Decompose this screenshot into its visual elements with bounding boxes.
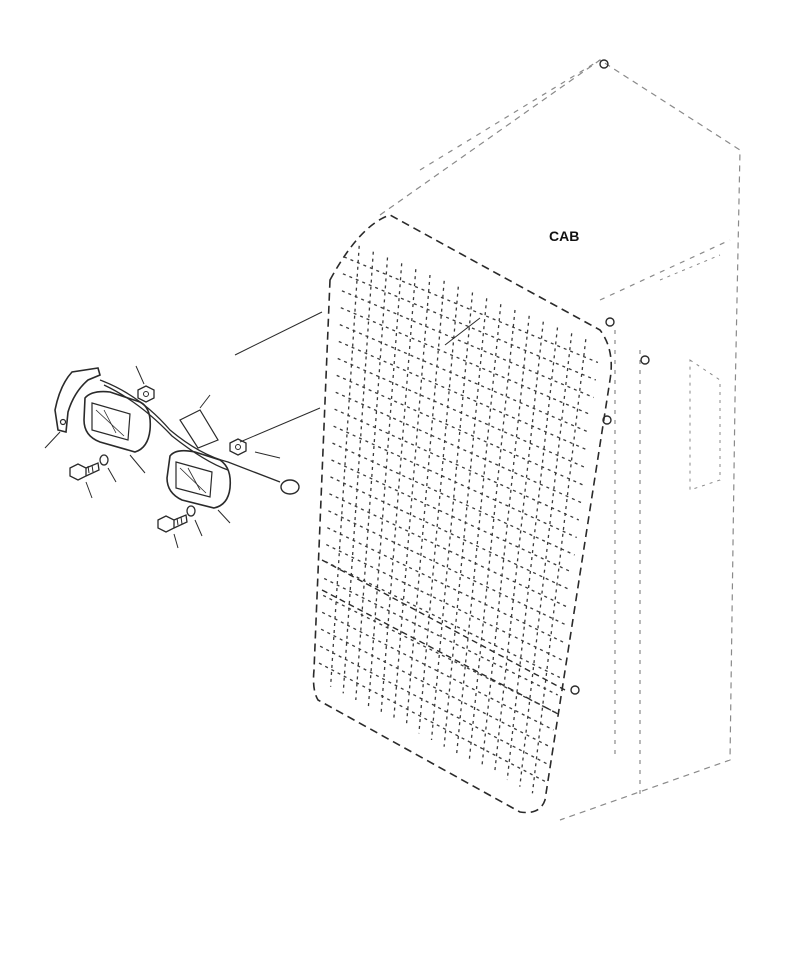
washer-upper bbox=[99, 454, 117, 483]
mesh-wire bbox=[321, 611, 554, 731]
mesh-wire bbox=[335, 391, 582, 504]
mesh-wire bbox=[339, 324, 590, 434]
harness-connector bbox=[280, 479, 300, 495]
mesh-wire bbox=[334, 408, 580, 521]
mesh-grid bbox=[318, 245, 599, 794]
mesh-wire bbox=[337, 357, 586, 469]
cab-label: CAB bbox=[549, 228, 579, 244]
mesh-wire bbox=[343, 256, 599, 364]
work-lamp-upper bbox=[83, 390, 152, 474]
mesh-wire bbox=[330, 476, 571, 591]
mesh-wire bbox=[338, 340, 588, 451]
mesh-wire bbox=[380, 269, 417, 714]
mesh-wire bbox=[405, 280, 445, 727]
mesh-wire bbox=[328, 510, 567, 626]
bolt-marker bbox=[605, 317, 615, 327]
work-lamp-lower bbox=[166, 449, 232, 524]
mesh-wire bbox=[323, 577, 558, 696]
mesh-wire bbox=[331, 459, 573, 574]
bolt-marker bbox=[570, 685, 580, 695]
assembly-leader-lines bbox=[234, 311, 481, 443]
mesh-wire bbox=[332, 442, 575, 556]
mesh-wire bbox=[336, 374, 584, 486]
mesh-wire bbox=[318, 662, 548, 784]
nut-upper bbox=[135, 365, 155, 403]
mesh-wire bbox=[327, 527, 565, 644]
mesh-wire bbox=[506, 327, 559, 781]
mesh-guard bbox=[312, 214, 613, 814]
mesh-wire bbox=[418, 286, 459, 734]
mesh-wire bbox=[531, 339, 587, 794]
fasteners bbox=[69, 365, 247, 549]
lamp-bracket bbox=[44, 367, 101, 449]
mesh-wire bbox=[326, 544, 563, 661]
mesh-wire bbox=[430, 292, 474, 741]
mesh-wire bbox=[481, 315, 530, 767]
mesh-wire bbox=[319, 645, 550, 766]
bolt-upper bbox=[69, 462, 100, 499]
mesh-wire bbox=[493, 321, 544, 774]
cab-body bbox=[379, 59, 741, 821]
bolt-marker bbox=[599, 59, 609, 69]
mesh-wire bbox=[340, 307, 592, 416]
mesh-wire bbox=[393, 274, 431, 721]
mesh-wire bbox=[322, 594, 556, 714]
mesh-wire bbox=[367, 263, 403, 707]
mesh-wire bbox=[333, 425, 577, 539]
mesh-wire bbox=[320, 628, 552, 749]
washer-lower bbox=[186, 505, 203, 537]
bolt-lower bbox=[157, 514, 188, 549]
mesh-wire bbox=[519, 333, 573, 787]
mesh-wire bbox=[329, 493, 569, 609]
wiring-harness bbox=[99, 379, 300, 495]
mesh-wire bbox=[325, 560, 561, 679]
bolt-marker bbox=[640, 355, 650, 365]
mesh-wire bbox=[342, 273, 597, 381]
nut-right bbox=[229, 438, 247, 456]
